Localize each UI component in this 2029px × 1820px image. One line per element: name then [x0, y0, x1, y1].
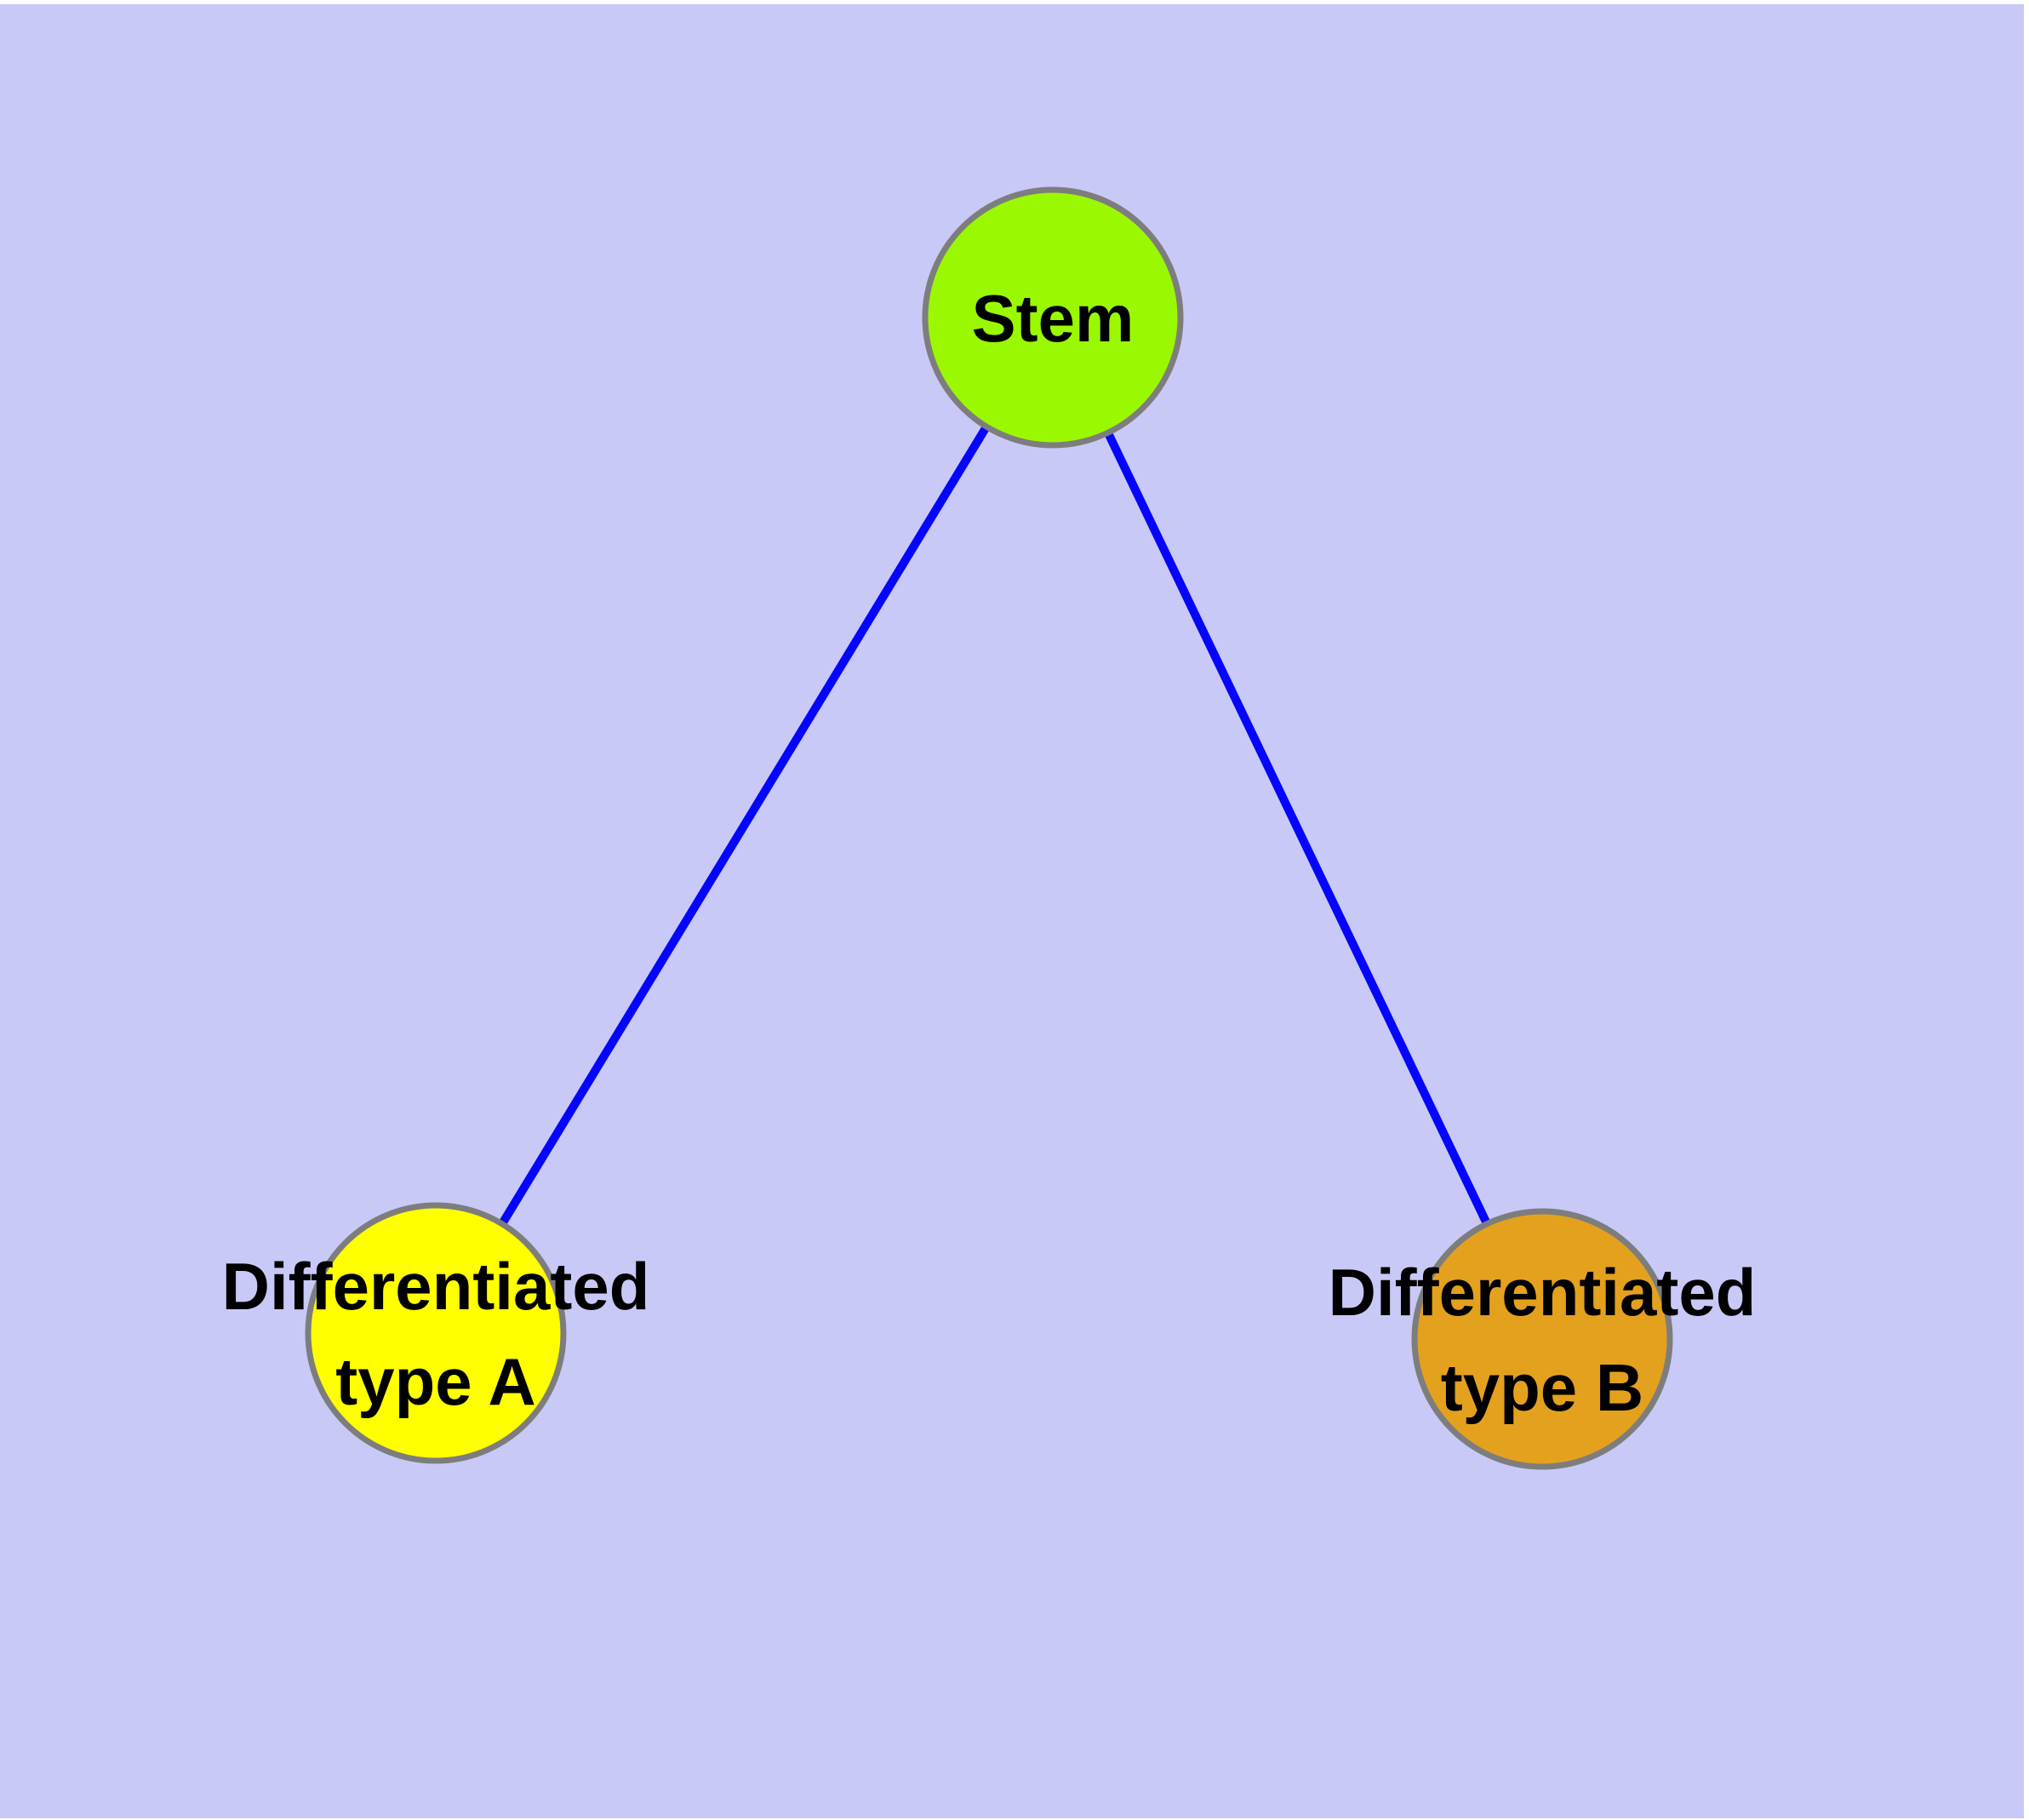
node-type-b-label-line-2: type B [1441, 1350, 1643, 1425]
edge-stem-to-type-a [432, 315, 1057, 1336]
node-type-a-label: Differentiated type A [222, 1249, 650, 1419]
node-type-b-label: Differentiated type B [1329, 1255, 1757, 1425]
node-type-a-label-line-1: Differentiated [222, 1249, 650, 1324]
node-stem-circle [922, 186, 1184, 449]
node-type-b-label-line-1: Differentiated [1329, 1255, 1757, 1330]
edge-stem-to-type-b [1049, 315, 1546, 1342]
node-stem-label: Stem [972, 281, 1135, 356]
node-stem-label-line-1: Stem [972, 281, 1135, 356]
node-type-b-circle [1411, 1208, 1673, 1470]
node-type-a-label-line-2: type A [335, 1344, 536, 1419]
node-type-a-circle [305, 1202, 567, 1464]
